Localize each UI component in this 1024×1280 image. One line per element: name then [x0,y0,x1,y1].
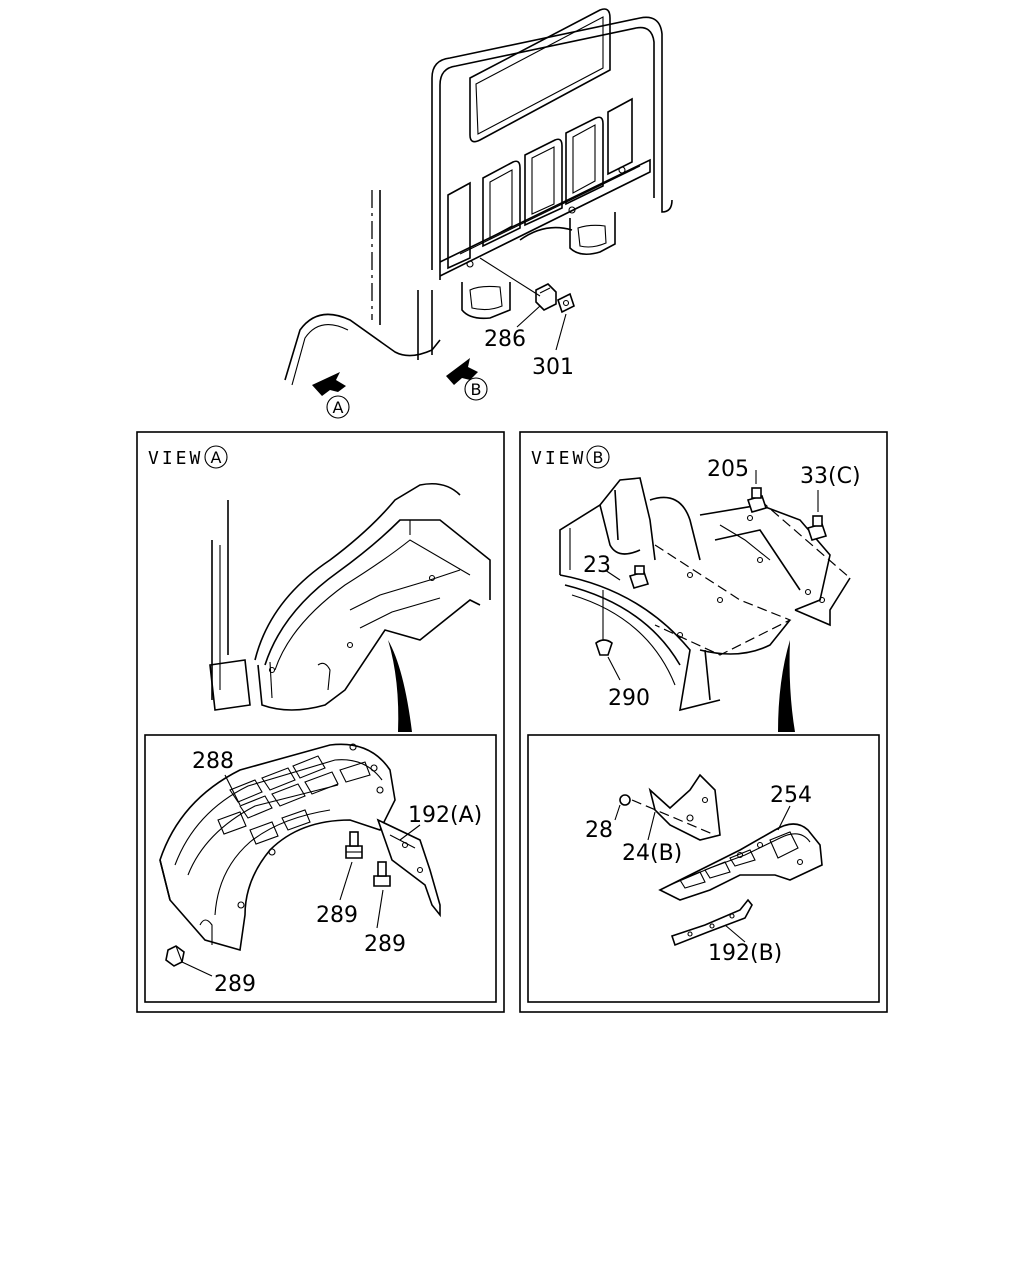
view-a-zoom-arrow-icon [388,640,412,732]
label-289-lower: 289 [214,972,256,997]
bracket-192a-part [376,818,441,918]
label-192a: 192(A) [408,803,482,828]
clip-289-middle-part [373,861,391,887]
bracket-192b-part [670,898,753,947]
view-a-title-marker: A [204,445,228,469]
view-b-title-letter: B [593,448,604,467]
view-b-title: VIEW [531,448,586,469]
label-290: 290 [608,686,650,711]
nut-286-part [535,283,557,311]
view-b-zoom-arrow-icon [778,640,795,732]
label-28: 28 [585,818,613,843]
clip-289-upper-part [345,831,363,859]
clip-289-lower-part [165,945,185,967]
label-254: 254 [770,783,812,808]
view-a-title: VIEW [148,448,203,469]
liner-288-part [159,743,396,952]
view-a-arrow-icon [312,372,346,396]
label-286: 286 [484,327,526,352]
view-b-marker-letter: B [471,380,482,399]
label-24b: 24(B) [622,841,682,866]
screw-28-part [619,794,631,806]
view-a-marker-letter: A [333,398,344,417]
label-192b: 192(B) [708,941,782,966]
bracket-24b-part [648,773,721,841]
view-a-panel [136,431,505,1013]
clip-23-part [628,565,650,589]
view-b-arrow-icon [446,358,478,385]
label-288: 288 [192,749,234,774]
view-a-title-letter: A [211,448,222,467]
label-33c: 33(C) [800,464,861,489]
label-205: 205 [707,457,749,482]
plate-301-part [557,292,575,314]
clip-205-part [746,487,768,513]
label-289-middle: 289 [364,932,406,957]
view-b-panel [519,431,888,1013]
view-a-marker: A [326,395,350,419]
view-b-title-marker: B [586,445,610,469]
clip-33c-part [806,515,828,541]
label-289-upper: 289 [316,903,358,928]
view-b-marker: B [464,377,488,401]
liner-254-part [658,823,823,901]
label-23: 23 [583,553,611,578]
cab-rear-overview [284,8,673,396]
plug-290-part [595,639,613,656]
label-301: 301 [532,355,574,380]
